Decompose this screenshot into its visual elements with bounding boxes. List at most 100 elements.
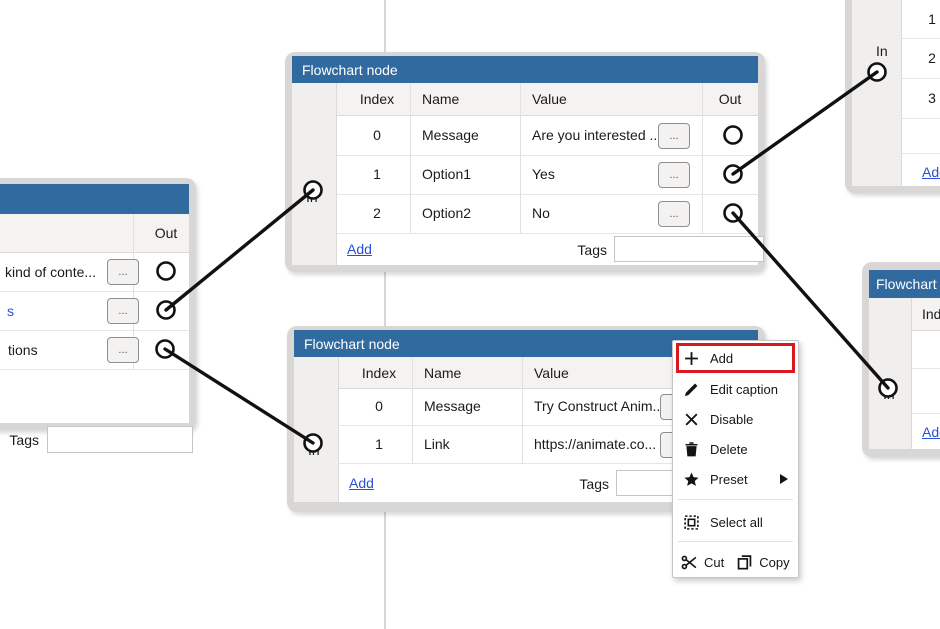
submenu-arrow-icon bbox=[780, 474, 788, 484]
menu-item-preset[interactable]: Preset bbox=[673, 466, 798, 492]
flowchart-node-panel-top: Flowchart node In Index Name Value Out 0… bbox=[285, 52, 765, 272]
panel-caption: Flowchart node bbox=[304, 335, 400, 352]
column-header-index: Index bbox=[361, 364, 397, 381]
panel-caption: Flowchart node bbox=[876, 276, 940, 292]
tags-label: Tags bbox=[9, 432, 39, 448]
value-cell: No bbox=[532, 205, 550, 221]
panel-body: In Index Add bbox=[869, 298, 940, 449]
name-cell: Option1 bbox=[422, 166, 472, 182]
ellipsis-button[interactable]: ... bbox=[107, 259, 139, 285]
row-separator bbox=[0, 291, 189, 292]
menu-item-select-all[interactable]: Select all bbox=[673, 509, 798, 535]
menu-separator bbox=[678, 541, 793, 542]
menu-item-cut[interactable]: Cut bbox=[704, 554, 725, 570]
select-all-icon bbox=[684, 514, 699, 530]
footer-separator bbox=[902, 153, 940, 154]
row-separator bbox=[902, 78, 940, 79]
menu-row-cut-copy: Cut Copy bbox=[673, 549, 798, 575]
connection-line bbox=[163, 347, 315, 445]
menu-item-label: Add bbox=[710, 350, 734, 366]
name-cell: Message bbox=[424, 398, 481, 414]
row-separator bbox=[337, 194, 758, 195]
value-cell: tions bbox=[8, 341, 38, 358]
row-separator bbox=[337, 155, 758, 156]
column-header-out: Out bbox=[154, 225, 178, 241]
connection-line bbox=[731, 70, 879, 176]
row-separator bbox=[912, 368, 940, 369]
ellipsis-button[interactable]: ... bbox=[107, 298, 139, 324]
add-link[interactable]: Add bbox=[922, 164, 940, 180]
in-strip bbox=[292, 83, 337, 265]
add-link[interactable]: Add bbox=[349, 475, 374, 491]
footer-separator bbox=[912, 413, 940, 414]
row-separator bbox=[339, 425, 758, 426]
name-cell: Option2 bbox=[422, 205, 472, 221]
value-cell: Are you interested ... bbox=[532, 127, 662, 143]
panel-header[interactable]: Flowchart node bbox=[869, 270, 940, 298]
ellipsis-button[interactable]: ... bbox=[658, 201, 690, 227]
index-cell: 0 bbox=[375, 398, 383, 414]
ellipsis-button[interactable]: ... bbox=[658, 162, 690, 188]
tags-input[interactable] bbox=[614, 236, 764, 262]
column-separator bbox=[412, 357, 413, 463]
table-header bbox=[912, 298, 940, 331]
menu-item-delete[interactable]: Delete bbox=[673, 436, 798, 462]
out-port[interactable] bbox=[156, 261, 176, 281]
column-header-value: Value bbox=[534, 364, 569, 381]
index-cell: 2 bbox=[928, 50, 936, 66]
menu-item-edit-caption[interactable]: Edit caption bbox=[673, 376, 798, 402]
edit-icon bbox=[684, 383, 698, 396]
menu-item-label: Edit caption bbox=[710, 381, 778, 397]
connection-line bbox=[164, 188, 315, 312]
add-link[interactable]: Add bbox=[922, 424, 940, 440]
panel-header[interactable]: Flowchart node bbox=[292, 56, 758, 83]
index-cell: 1 bbox=[373, 166, 381, 182]
column-separator bbox=[410, 83, 411, 233]
index-cell: 0 bbox=[373, 127, 381, 143]
menu-item-label: Preset bbox=[710, 471, 748, 487]
tags-label: Tags bbox=[577, 242, 607, 258]
menu-item-copy[interactable]: Copy bbox=[759, 554, 790, 570]
menu-item-add[interactable]: Add bbox=[673, 345, 798, 371]
column-header-name: Name bbox=[422, 91, 460, 107]
panel-header[interactable] bbox=[0, 184, 189, 214]
tags-input[interactable] bbox=[47, 426, 193, 453]
in-strip bbox=[869, 298, 912, 449]
column-header-out: Out bbox=[718, 91, 742, 107]
menu-item-label: Select all bbox=[710, 514, 763, 530]
flowchart-node-panel-top-right: In 1 2 3 Add bbox=[845, 0, 940, 193]
out-port[interactable] bbox=[723, 125, 743, 145]
connection-line bbox=[731, 211, 890, 390]
tags-label: Tags bbox=[579, 476, 609, 492]
panel-body: Out kind of conte... ... s ... tions ...… bbox=[0, 214, 193, 453]
column-header-index: Index bbox=[359, 91, 395, 107]
column-separator bbox=[702, 83, 703, 233]
value-cell: https://animate.co... bbox=[534, 436, 657, 452]
panel-body: In Index Name Value Out 0 Message Are yo… bbox=[292, 83, 764, 265]
menu-item-disable[interactable]: Disable bbox=[673, 406, 798, 432]
in-label: In bbox=[876, 43, 888, 59]
grid-line bbox=[384, 0, 386, 629]
name-cell: Link bbox=[424, 436, 450, 452]
add-link[interactable]: Add bbox=[347, 241, 372, 257]
context-menu: Add Edit caption Disable Delete Preset S… bbox=[672, 340, 799, 578]
column-separator bbox=[520, 83, 521, 233]
copy-icon[interactable] bbox=[736, 554, 753, 571]
column-header-name: Name bbox=[424, 364, 462, 381]
table-header bbox=[0, 214, 189, 253]
delete-icon bbox=[685, 441, 698, 456]
panel-body: In 1 2 3 Add bbox=[852, 0, 940, 186]
cut-icon[interactable] bbox=[681, 554, 698, 571]
ellipsis-button[interactable]: ... bbox=[107, 337, 139, 363]
index-cell: 1 bbox=[928, 11, 936, 27]
ellipsis-button[interactable]: ... bbox=[658, 123, 690, 149]
footer-separator bbox=[0, 369, 189, 370]
panel-caption: Flowchart node bbox=[302, 61, 398, 78]
name-cell: Message bbox=[422, 127, 479, 143]
row-separator bbox=[902, 118, 940, 119]
table-header bbox=[337, 83, 758, 116]
disable-icon bbox=[685, 413, 698, 425]
index-cell: 3 bbox=[928, 90, 936, 106]
in-strip bbox=[852, 0, 902, 186]
